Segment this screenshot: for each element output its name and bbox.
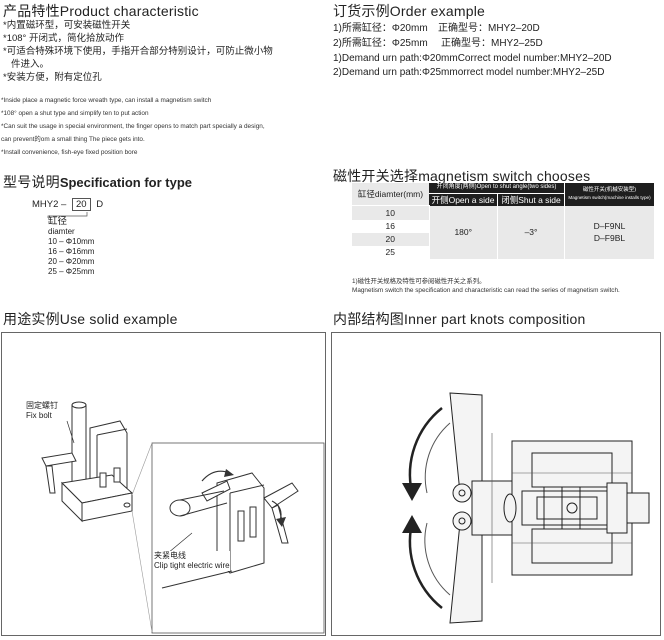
product-cn-list: *内置磁环型，可安装磁性开关 *108° 开闭式，简化拾放动作 *可适合特殊环境… bbox=[3, 19, 273, 84]
fix-bolt-label: 固定螺钉 Fix bolt bbox=[26, 401, 58, 421]
gripper-use-illustration bbox=[41, 401, 325, 634]
product-en-line: *Inside place a magnetic force wreath ty… bbox=[1, 97, 212, 104]
spec-heading-cn: 型号说明 bbox=[3, 174, 60, 190]
model-suffix: D bbox=[96, 199, 104, 210]
product-en-list: *Inside place a magnetic force wreath ty… bbox=[1, 94, 265, 159]
diameter-cell: 16 bbox=[352, 219, 429, 233]
product-cn-line: *内置磁环型，可安装磁性开关 bbox=[3, 20, 131, 31]
shut-angle-cell: –3° bbox=[497, 205, 565, 259]
col-angle-header: 开闭角度(两侧)Open to shut angle(two sides) bbox=[429, 183, 565, 193]
product-en-line: can prevent的om a small thing The piece g… bbox=[1, 136, 145, 143]
sub-shut-header: 闭侧Shut a side bbox=[497, 192, 565, 206]
order-line-2: 2)所需缸径：Φ25mm 正确型号：MHY2–25D bbox=[333, 37, 543, 50]
order-line-1b: 正确型号：MHY2–20D bbox=[438, 23, 540, 34]
product-en-line: *Install convenience, fish-eye fixed pos… bbox=[1, 149, 138, 156]
model-prefix: MHY2 – bbox=[32, 199, 67, 210]
product-en-line: *108° open a shut type and simplify ten … bbox=[1, 110, 149, 117]
order-line-4: 2)Demand urn path:Φ25mmorrect model numb… bbox=[333, 67, 605, 78]
spec-heading-en: Specification for type bbox=[59, 175, 193, 190]
size-item: 10 – Φ10mm bbox=[48, 237, 95, 246]
open-angle-cell: 180° bbox=[428, 205, 498, 259]
diam-en: diamter bbox=[48, 227, 75, 236]
order-heading: 订货示例Order example bbox=[333, 3, 485, 19]
inner-heading: 内部结构图Inner part knots composition bbox=[333, 311, 586, 327]
size-item: 20 – Φ20mm bbox=[48, 257, 95, 266]
product-cn-line: 件进入。 bbox=[11, 59, 50, 70]
switch-model: D–F9BL bbox=[593, 233, 626, 243]
product-cn-line: *可适合特殊环境下使用，手指开合部分特别设计，可防止微小物 bbox=[3, 46, 273, 57]
spec-heading: 型号说明Specification for type bbox=[3, 172, 192, 192]
size-item: 25 – Φ25mm bbox=[48, 267, 95, 276]
diameter-cell: 25 bbox=[352, 245, 429, 259]
fix-bolt-en: Fix bolt bbox=[26, 411, 52, 420]
order-line-2a: 2)所需缸径：Φ25mm bbox=[333, 38, 428, 49]
product-heading: 产品特性Product characteristic bbox=[3, 3, 199, 19]
use-example-panel: 固定螺钉 Fix bolt 夹紧电线 Clip tight electric w… bbox=[1, 332, 326, 636]
order-line-1a: 1)所需缸径：Φ20mm bbox=[333, 23, 428, 34]
switch-table: 缸径diamter(mm) 开闭角度(两侧)Open to shut angle… bbox=[352, 183, 654, 259]
fix-bolt-cn: 固定螺钉 bbox=[26, 401, 58, 410]
switch-model-cell: D–F9NL D–F9BL bbox=[564, 205, 654, 259]
product-en-line: *Can suit the usage in special environme… bbox=[1, 123, 265, 130]
clip-wire-cn: 夹紧电线 bbox=[154, 551, 186, 560]
col-switch-header-cn: 磁性开关(机械安装型) bbox=[582, 187, 637, 194]
switch-notes: 1)磁性开关规格及特性可参阅磁性开关之系列。 Magnetism switch … bbox=[352, 277, 620, 295]
switch-heading: 磁性开关选择magnetism switch chooses bbox=[333, 168, 591, 184]
model-box: 20 bbox=[71, 198, 91, 211]
col-switch-header-en: Magnetism switch(machine installs type) bbox=[568, 195, 651, 201]
order-line-1: 1)所需缸径：Φ20mm 正确型号：MHY2–20D bbox=[333, 22, 540, 35]
clip-wire-en: Clip tight electric wire bbox=[154, 561, 230, 570]
switch-model: D–F9NL bbox=[593, 221, 626, 231]
sub-open-header: 开侧Open a side bbox=[429, 192, 498, 206]
diameter-cell: 10 bbox=[352, 205, 429, 220]
switch-note-cn: 1)磁性开关规格及特性可参阅磁性开关之系列。 bbox=[352, 278, 486, 285]
use-heading: 用途实例Use solid example bbox=[3, 311, 178, 327]
order-line-3: 1)Demand urn path:Φ20mmCorrect model num… bbox=[333, 53, 612, 64]
col-switch-header: 磁性开关(机械安装型) Magnetism switch(machine ins… bbox=[564, 183, 654, 206]
spec-diameter-list: 缸径 diamter 10 – Φ10mm 16 – Φ16mm 20 – Φ2… bbox=[48, 216, 94, 277]
order-line-2b: 正确型号：MHY2–25D bbox=[441, 38, 543, 49]
clip-wire-label: 夹紧电线 Clip tight electric wire bbox=[154, 551, 230, 571]
diameter-cell: 20 bbox=[352, 232, 429, 246]
model-code: MHY2 – 20 D bbox=[32, 198, 103, 211]
size-item: 16 – Φ16mm bbox=[48, 247, 95, 256]
inner-structure-panel bbox=[331, 332, 661, 636]
model-bracket-line bbox=[47, 212, 88, 218]
product-cn-line: *108° 开闭式，简化拾放动作 bbox=[3, 33, 124, 44]
switch-note-en: Magnetism switch the specification and c… bbox=[352, 287, 620, 294]
col-diameter-header: 缸径diamter(mm) bbox=[352, 183, 429, 206]
product-cn-line: *安装方便，附有定位孔 bbox=[3, 72, 102, 83]
diam-cn: 缸径 bbox=[48, 216, 68, 227]
inner-structure-drawing bbox=[402, 392, 650, 624]
